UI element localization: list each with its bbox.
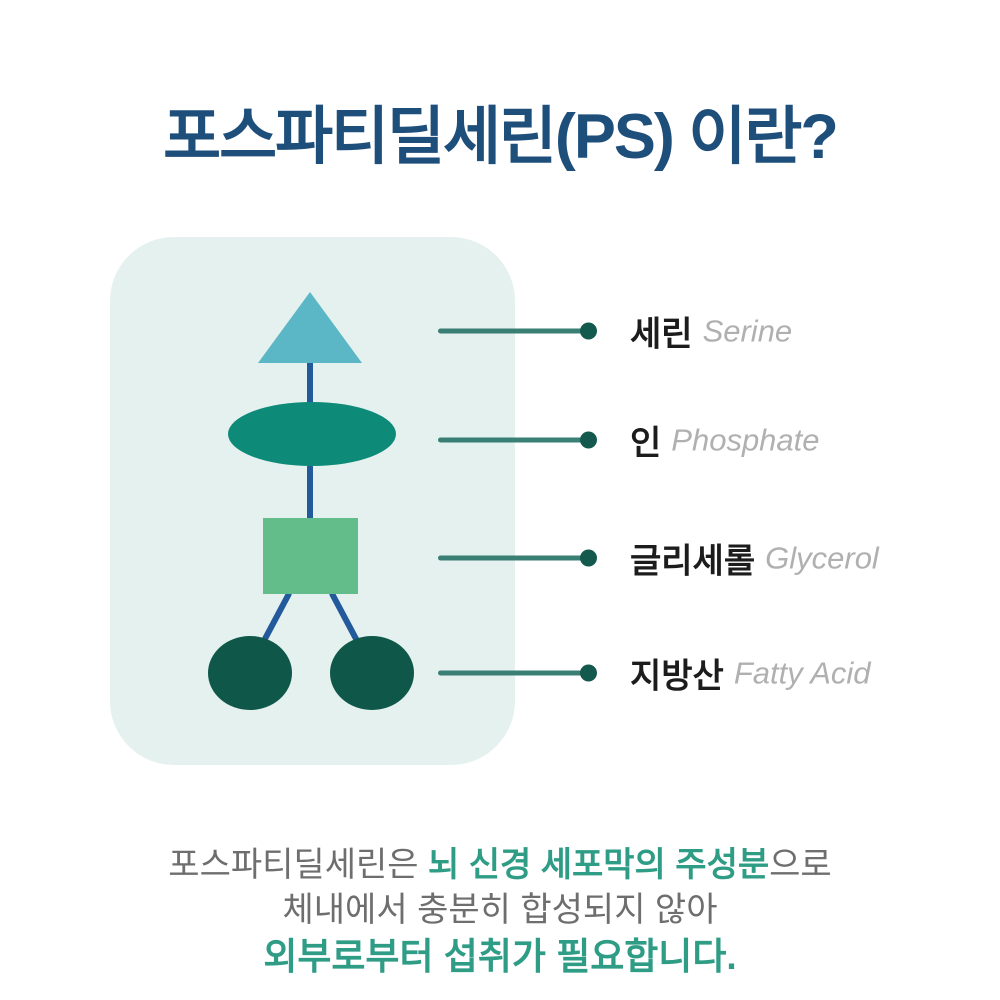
label-english: Serine: [702, 313, 793, 348]
leader-dot: [580, 431, 597, 449]
description-line-1-suffix: 으로: [769, 846, 832, 884]
glycerol-square-shape: [263, 518, 358, 594]
leader-line: [438, 555, 584, 561]
label-row-fatty-acid: 지방산 Fatty Acid: [438, 649, 871, 698]
label-row-glycerol: 글리세롤 Glycerol: [438, 534, 879, 583]
leader-line: [438, 437, 584, 443]
leader-dot: [580, 664, 597, 682]
label-row-phosphate: 인 Phosphate: [438, 416, 820, 465]
connector-triangle-ellipse: [307, 360, 313, 408]
description-line-2: 체내에서 충분히 합성되지 않아: [282, 891, 718, 929]
label-korean: 글리세롤: [630, 542, 756, 581]
leader-dot: [580, 549, 597, 567]
serine-triangle-shape: [258, 292, 362, 363]
phosphate-ellipse-shape: [228, 402, 396, 466]
label-english: Fatty Acid: [733, 655, 871, 690]
fatty-acid-circle-left: [208, 636, 292, 710]
label-english: Phosphate: [671, 422, 820, 457]
leader-line: [438, 328, 584, 334]
label-row-serine: 세린 Serine: [438, 307, 792, 356]
leader-dot: [580, 322, 597, 340]
description-block: 포스파티딜세린은 뇌 신경 세포막의 주성분으로 체내에서 충분히 합성되지 않…: [0, 843, 1000, 981]
description-line-1: 포스파티딜세린은 뇌 신경 세포막의 주성분으로: [0, 843, 1000, 888]
label-korean: 지방산: [630, 657, 724, 696]
leader-line: [438, 670, 584, 676]
label-english: Glycerol: [765, 540, 879, 575]
description-line-3: 외부로부터 섭취가 필요합니다.: [263, 936, 737, 977]
label-korean: 세린: [630, 315, 693, 354]
fatty-acid-circle-right: [330, 636, 414, 710]
description-line-1-highlight: 뇌 신경 세포막의 주성분: [427, 846, 770, 884]
page-title: 포스파티딜세린(PS) 이란?: [163, 102, 839, 172]
label-korean: 인: [630, 424, 662, 463]
connector-ellipse-square: [307, 464, 313, 522]
description-line-1-prefix: 포스파티딜세린은: [168, 846, 428, 884]
